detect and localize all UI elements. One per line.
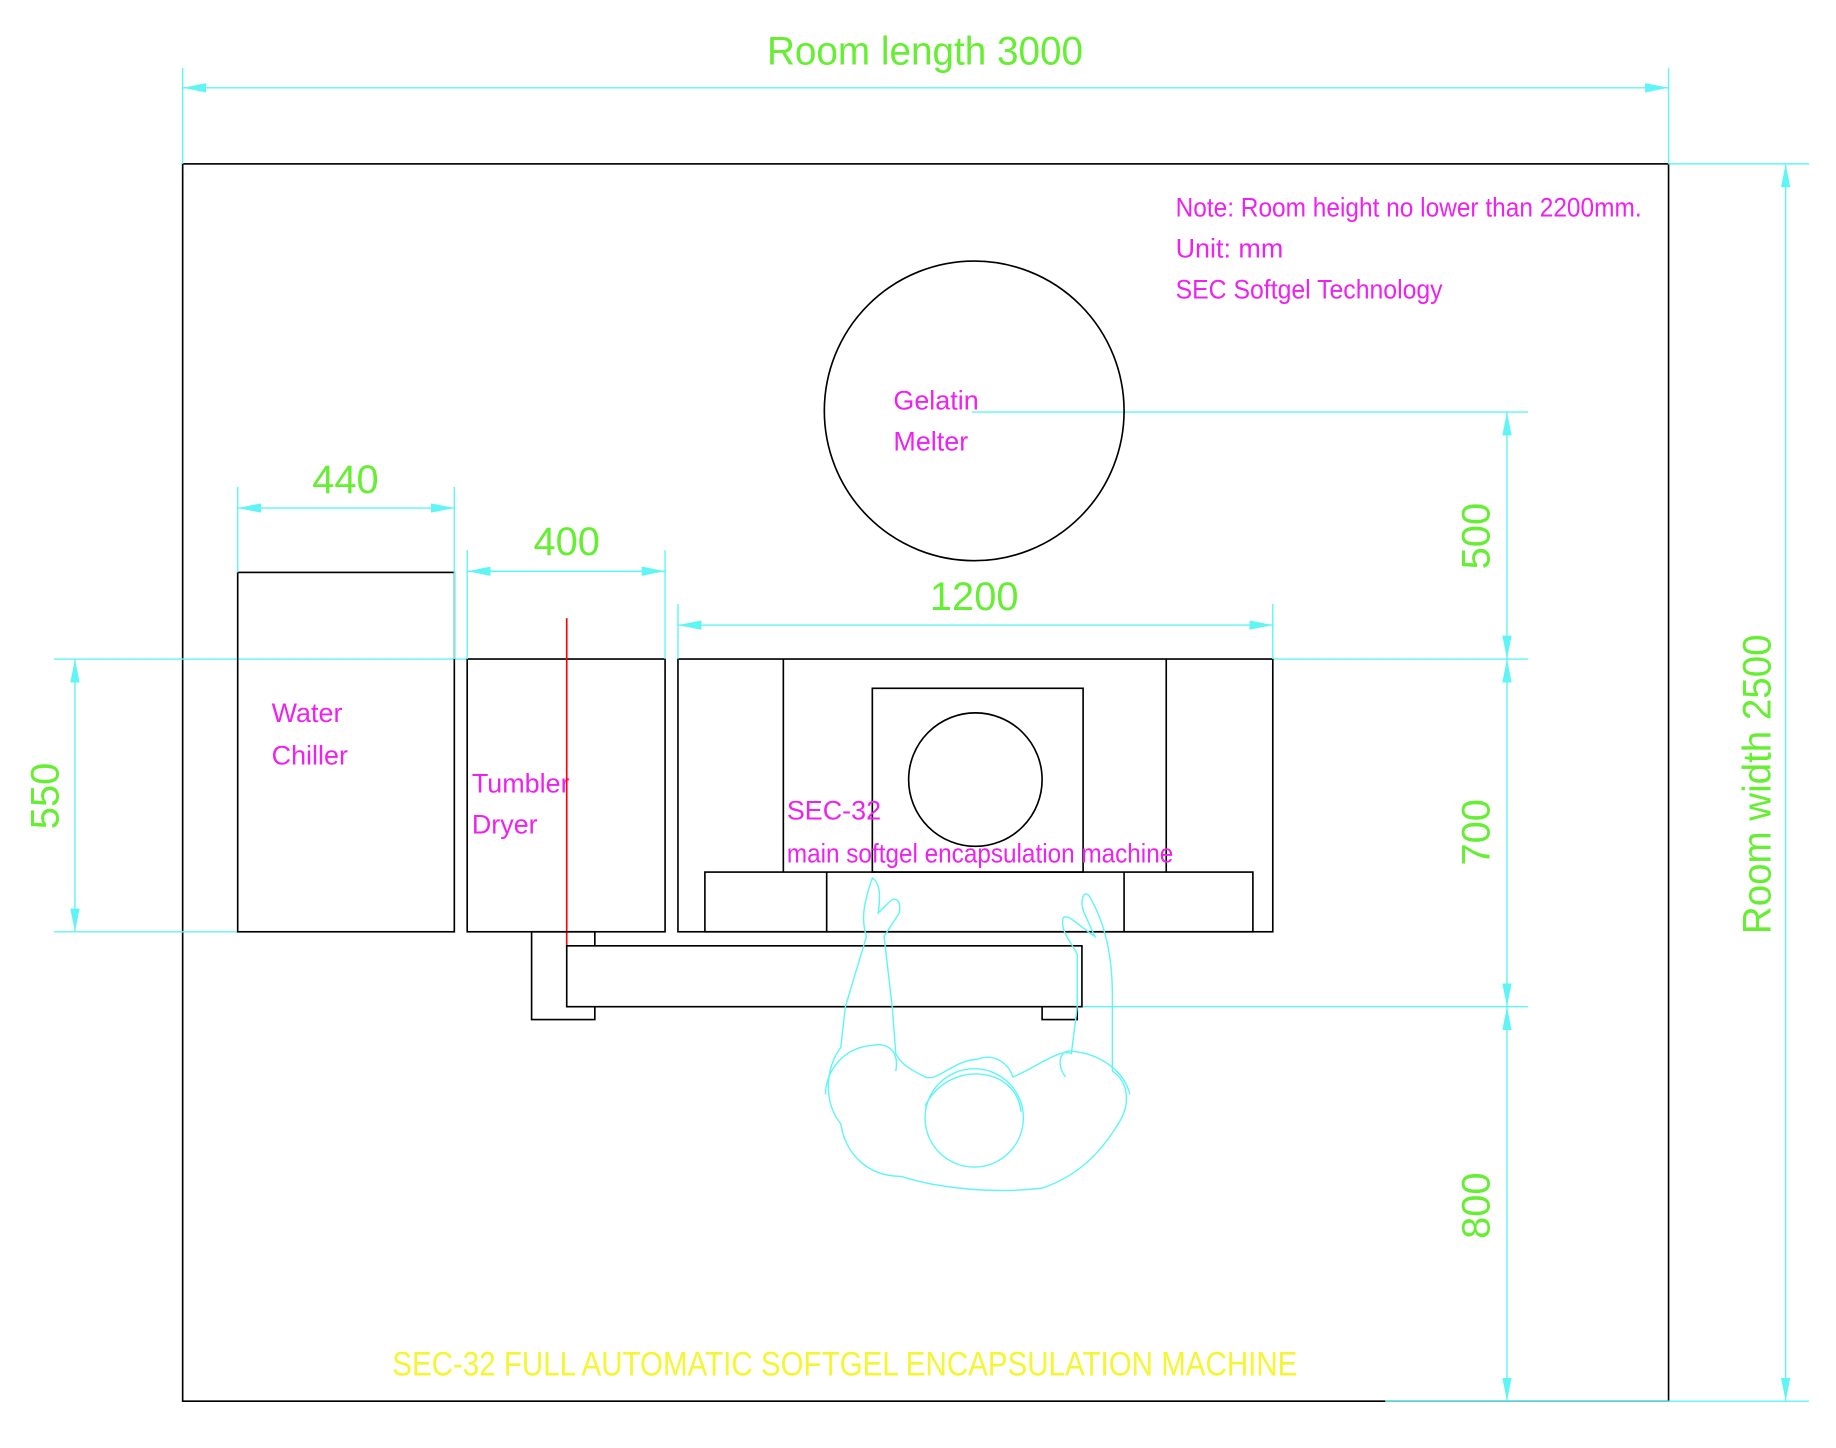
- room-width-label: Room width 2500: [1735, 634, 1779, 934]
- chiller-width-label: 440: [312, 458, 378, 502]
- depth-dimensions: 500 700 800: [971, 411, 1529, 1402]
- dryer-label-2: Dryer: [472, 809, 538, 839]
- note-room-height: Note: Room height no lower than 2200mm.: [1176, 193, 1642, 223]
- main-encapsulation-machine: 1200 SEC-32 main softgel encapsulation m…: [677, 575, 1274, 933]
- machine-label-1: SEC-32: [787, 795, 881, 825]
- dryer-label-1: Tumbler: [472, 768, 570, 798]
- room-width-dimension: Room width 2500: [1385, 163, 1810, 1402]
- dryer-width-label: 400: [534, 520, 600, 564]
- tumbler-dryer: 400 Tumbler Dryer: [466, 520, 666, 933]
- water-chiller: 440 Water Chiller: [236, 458, 456, 933]
- gelatin-melter: Gelatin Melter: [823, 260, 1125, 562]
- chiller-label-2: Chiller: [272, 740, 348, 770]
- room-length-dimension: Room length 3000: [181, 29, 1670, 164]
- room-length-label: Room length 3000: [767, 29, 1083, 73]
- footer-title: SEC-32 FULL AUTOMATIC SOFTGEL ENCAPSULAT…: [392, 1345, 1297, 1383]
- note-company: SEC Softgel Technology: [1176, 274, 1443, 304]
- operator-figure-icon: [824, 876, 1131, 1192]
- dim-500-label: 500: [1454, 503, 1498, 569]
- dim-700-label: 700: [1454, 799, 1498, 865]
- machine-label-2: main softgel encapsulation machine: [787, 839, 1173, 869]
- work-table: [530, 930, 1083, 1021]
- dim-550-label: 550: [24, 763, 68, 829]
- chiller-label-1: Water: [272, 698, 343, 728]
- machine-width-label: 1200: [930, 575, 1019, 619]
- gelatin-label-1: Gelatin: [893, 386, 978, 416]
- dim-800-label: 800: [1454, 1172, 1498, 1238]
- note-unit: Unit: mm: [1176, 234, 1284, 264]
- dim-550: 550: [24, 658, 469, 933]
- room-outline: [181, 163, 1670, 1402]
- gelatin-label-2: Melter: [893, 427, 968, 457]
